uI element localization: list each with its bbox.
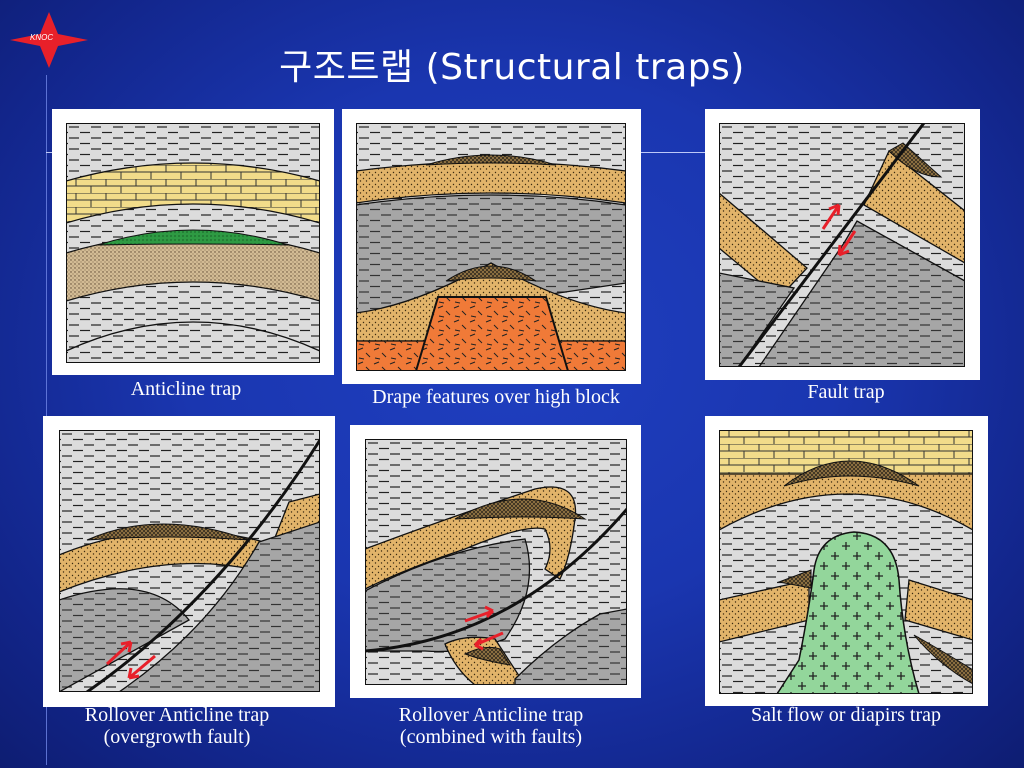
fault-arrow-icon (821, 203, 857, 257)
panel-fault (705, 109, 980, 380)
rollover-growth-diagram (59, 430, 320, 692)
anticline-diagram (66, 123, 320, 363)
caption-fault: Fault trap (807, 381, 885, 403)
slide-title: 구조트랩 (Structural traps) (279, 47, 745, 88)
panel-rollover-faults (350, 425, 641, 698)
panel-rollover-growth (43, 416, 335, 707)
caption-salt: Salt flow or diapirs trap (751, 704, 941, 726)
fault-diagram (719, 123, 965, 367)
fault-arrow-icon (105, 640, 156, 680)
caption-rollover-faults: Rollover Anticline trap (combined with f… (398, 704, 584, 748)
header-rule-left (46, 152, 56, 153)
fault-arrow-icon (464, 605, 504, 651)
header-rule-right (640, 152, 710, 153)
caption-anticline: Anticline trap (130, 378, 242, 400)
knoc-logo (10, 12, 88, 68)
panel-anticline (52, 109, 334, 375)
caption-drape: Drape features over high block (372, 386, 620, 408)
salt-diagram (719, 430, 973, 694)
panel-drape (342, 109, 641, 384)
panel-salt (705, 416, 988, 706)
drape-diagram (356, 123, 626, 371)
caption-rollover-growth: Rollover Anticline trap (overgrowth faul… (84, 704, 270, 748)
logo-text: KNOC (30, 33, 54, 42)
rollover-faults-diagram (365, 439, 627, 685)
